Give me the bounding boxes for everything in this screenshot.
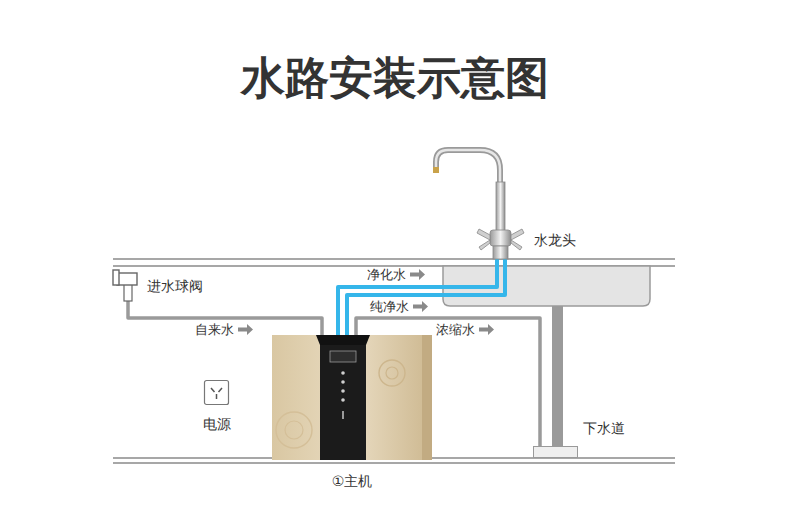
- main-unit: ①主机: [272, 335, 432, 460]
- label-holder: 下水道: [583, 419, 625, 437]
- flow-label-holder: 自来水: [193, 322, 256, 337]
- drain-pipe: [552, 306, 563, 446]
- flow-arrow: [479, 324, 495, 335]
- flow-label: 浓缩水: [436, 322, 475, 337]
- title-holder: 水路安装示意图: [0, 52, 790, 104]
- inlet-valve: 进水球阀: [112, 270, 138, 301]
- countertop: [113, 259, 675, 266]
- part-label: 水龙头: [534, 232, 576, 248]
- part-label: 下水道: [583, 420, 625, 436]
- ball-valve-icon: [112, 270, 138, 301]
- part-label: 进水球阀: [147, 278, 203, 294]
- part-label: ①主机: [332, 473, 373, 489]
- label-holder: ①主机: [272, 472, 432, 490]
- part-label: 电源: [203, 416, 231, 432]
- power-socket: 电源: [204, 380, 229, 405]
- drain: 下水道: [533, 446, 578, 458]
- purifier-unit: [272, 335, 432, 460]
- flow-label-holder: 纯净水: [368, 299, 431, 314]
- flow-label-holder: 浓缩水: [434, 322, 497, 337]
- faucet-icon: [478, 222, 528, 259]
- power-socket-icon: [204, 380, 229, 405]
- flow-label: 自来水: [195, 322, 234, 337]
- flow-arrow: [410, 269, 426, 280]
- label-holder: 水龙头: [534, 231, 576, 249]
- label-holder: 电源: [184, 415, 249, 433]
- diagram-title: 水路安装示意图: [241, 53, 549, 102]
- flow-label: 净化水: [367, 267, 406, 282]
- faucet: 水龙头: [478, 222, 528, 259]
- drain-base: [533, 446, 578, 458]
- flow-arrow: [238, 324, 254, 335]
- flow-arrow: [413, 301, 429, 312]
- flow-label: 纯净水: [370, 299, 409, 314]
- flow-label-holder: 净化水: [365, 267, 428, 282]
- label-holder: 进水球阀: [147, 277, 203, 295]
